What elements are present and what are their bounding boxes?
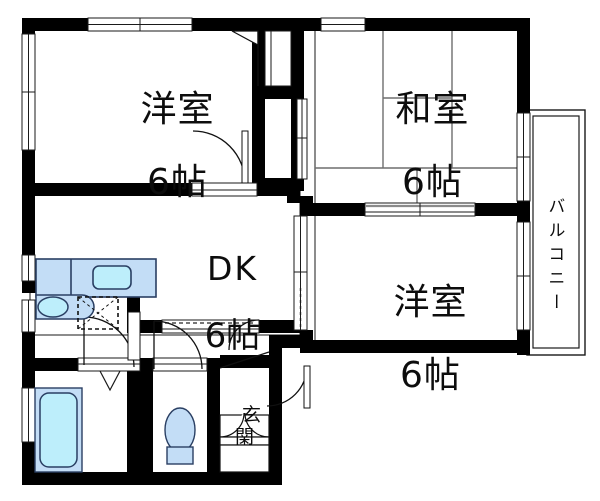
entrance-text: 玄 関 <box>234 404 263 448</box>
fixtures <box>34 258 270 473</box>
room-size: 6帖 <box>399 355 461 397</box>
room-label-western-bottom-right: 洋室 6帖 <box>348 248 488 395</box>
room-name: 洋室 <box>393 281 468 323</box>
room-name: 和室 <box>395 88 470 130</box>
balcony-label: バルコニー <box>544 135 580 325</box>
room-label-japanese-top-right: 和室 6帖 <box>355 55 485 202</box>
toilet <box>164 407 196 465</box>
room-label-dining-kitchen: DK 6帖 <box>155 218 285 354</box>
balcony-outline <box>526 109 586 356</box>
shoe-cabinet <box>219 412 270 473</box>
tatami-lines <box>315 30 520 215</box>
room-name: 洋室 <box>140 88 215 130</box>
washbasin-bowl <box>37 296 69 318</box>
room-size: 6帖 <box>146 162 208 204</box>
balcony-text: バルコニー <box>544 197 565 317</box>
room-size: 6帖 <box>401 162 463 204</box>
room-name: DK <box>206 248 259 288</box>
washing-machine-space <box>77 296 119 330</box>
room-label-western-top-left: 洋室 6帖 <box>80 55 250 202</box>
door-arcs <box>83 30 311 409</box>
bathtub <box>39 392 78 468</box>
kitchen-sink <box>92 265 132 290</box>
windows <box>21 17 366 443</box>
sliding-doors <box>77 30 531 392</box>
room-size: 6帖 <box>204 315 261 356</box>
room-label-entrance: 玄 関 <box>222 384 268 448</box>
